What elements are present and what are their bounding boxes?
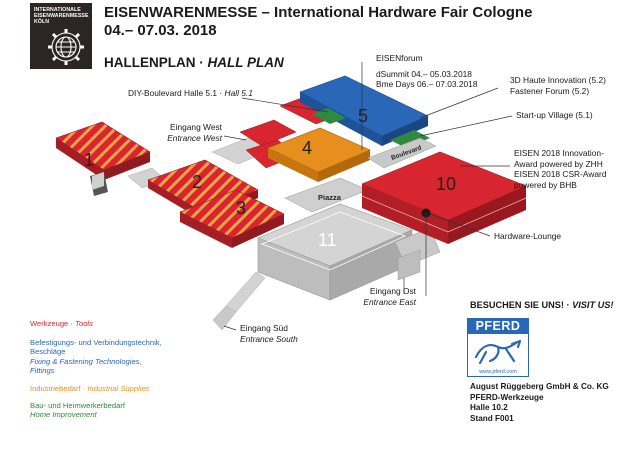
entrance-east: Entrance East	[363, 296, 416, 307]
fair-dates: 04.– 07.03. 2018	[104, 22, 217, 39]
hall-plan-title: HALLENPLAN · HALL PLAN	[104, 55, 284, 70]
legend-fixing: Befestigungs- und Verbindungstechnik, Be…	[30, 338, 162, 375]
hall-10-number: 10	[436, 174, 456, 194]
company-info: August Rüggeberg GmbH & Co. KG PFERD-Wer…	[470, 382, 609, 425]
legend-tools: Werkzeuge · Tools	[30, 319, 93, 328]
visit-us-heading: BESUCHEN SIE UNS! · VISIT US!	[470, 300, 613, 310]
logo-line-2: EISENWARENMESSE	[34, 13, 89, 20]
page-title: EISENWARENMESSE – International Hardware…	[104, 4, 533, 21]
hall-5-number: 5	[358, 106, 368, 126]
red-hall-west	[239, 119, 297, 147]
company-brand: PFERD-Werkzeuge	[470, 392, 544, 402]
leader-lines	[223, 62, 513, 331]
hall-2-number: 2	[192, 172, 202, 192]
startup-village-label: Start-up Village (5.1)	[516, 110, 593, 120]
pferd-wordmark: PFERD	[468, 319, 528, 334]
boulevard-strip	[367, 137, 437, 169]
legend-fixing-de: Befestigungs- und Verbindungstechnik,	[30, 338, 162, 347]
legend-home-de: Bau- und Heimwerkerbedarf	[30, 401, 125, 410]
bme-days-label: Bme Days 06.– 07.03.2018	[376, 79, 478, 89]
legend-home: Bau- und Heimwerkerbedarf Home Improveme…	[30, 401, 125, 420]
eingang-ost: Eingang Ost	[369, 286, 416, 296]
eingang-sued: Eingang Süd	[240, 323, 288, 333]
west-entrance-label: Eingang West Entrance West	[152, 122, 222, 143]
legend-industrial-en: Industrial Supplies	[87, 384, 150, 393]
pferd-url: www.pferd.com	[479, 369, 517, 375]
legend-home-en: Home Improvement	[30, 410, 97, 420]
hall-3[interactable]: 3	[179, 189, 285, 248]
award-line-4: powered by BHB	[514, 179, 577, 190]
award-line-2: Award powered by ZHH	[514, 158, 603, 169]
legend-tools-en: Tools	[75, 319, 93, 328]
hall-11-number: 11	[318, 230, 337, 250]
start-up-green	[390, 130, 430, 148]
entrance-south: Entrance South	[240, 333, 298, 344]
visit-de: BESUCHEN SIE UNS! ·	[470, 300, 573, 310]
company-hall: Halle 10.2	[470, 403, 508, 413]
hall1-annex-2	[92, 172, 104, 190]
hall-plan-title-en: HALL PLAN	[207, 55, 284, 70]
dsummit-label: dSummit 04.– 05.03.2018	[376, 69, 472, 79]
hardware-lounge-label: Hardware-Lounge	[494, 231, 562, 241]
east-entrance-label: Eingang Ost Entrance East	[352, 286, 416, 307]
eisenforum-label: EISENforum	[376, 53, 423, 63]
hall-10[interactable]: 10	[361, 151, 527, 244]
south-connector	[225, 271, 266, 313]
diy-boulevard-en: Hall 5.1	[224, 88, 253, 98]
hall-4[interactable]: 4	[267, 127, 371, 182]
company-stand: Stand F001	[470, 414, 514, 424]
award-line-3: EISEN 2018 CSR-Award	[514, 169, 607, 179]
legend-fixing-en: Fixing & Fastening Technologies,	[30, 356, 142, 366]
visit-en: VISIT US!	[572, 300, 614, 310]
entrance-west: Entrance West	[167, 132, 222, 143]
company-name: August Rüggeberg GmbH & Co. KG	[470, 382, 609, 391]
south-entrance-label: Eingang Süd Entrance South	[240, 323, 298, 344]
award-line-1: EISEN 2018 Innovation-	[514, 148, 604, 158]
hall-1-number: 1	[84, 150, 94, 170]
legend-tools-de: Werkzeuge ·	[30, 319, 76, 328]
east-entrance-blocks	[397, 249, 421, 281]
horse-icon	[474, 339, 522, 365]
haute-innovation-label: 3D Haute Innovation (5.2)	[510, 75, 606, 85]
hall-4-number: 4	[302, 138, 312, 158]
award-label: EISEN 2018 Innovation- Award powered by …	[514, 148, 606, 190]
piazza-label: Piazza	[318, 193, 342, 202]
messe-logo: INTERNATIONALE EISENWARENMESSE KÖLN	[30, 3, 92, 69]
logo-text: INTERNATIONALE EISENWARENMESSE KÖLN	[34, 7, 90, 26]
diy-boulevard-de: DIY-Boulevard Halle 5.1 ·	[128, 88, 225, 98]
logo-line-1: INTERNATIONALE	[34, 7, 81, 13]
legend-fixing-en2: Fittings	[30, 365, 55, 375]
eingang-west: Eingang West	[170, 122, 222, 132]
diy-boulevard-label: DIY-Boulevard Halle 5.1 · Hall 5.1	[128, 88, 253, 99]
legend-industrial: Industriebedarf · Industrial Supplies	[30, 384, 149, 393]
legend-industrial-de: Industriebedarf ·	[30, 384, 88, 393]
hall-11[interactable]: 11	[257, 203, 413, 301]
hall-plan-title-de: HALLENPLAN ·	[104, 55, 208, 70]
diy-boulevard-green	[312, 108, 346, 124]
legend-fixing-de2: Beschläge	[30, 347, 66, 357]
pferd-logo[interactable]: PFERD www.pferd.com	[467, 318, 529, 377]
logo-line-3: KÖLN	[34, 19, 50, 26]
hall-1[interactable]: 1	[55, 121, 151, 180]
hall-3-number: 3	[236, 198, 246, 218]
globe-gear-icon	[48, 29, 84, 65]
fastener-forum-label: Fastener Forum (5.2)	[510, 86, 590, 96]
